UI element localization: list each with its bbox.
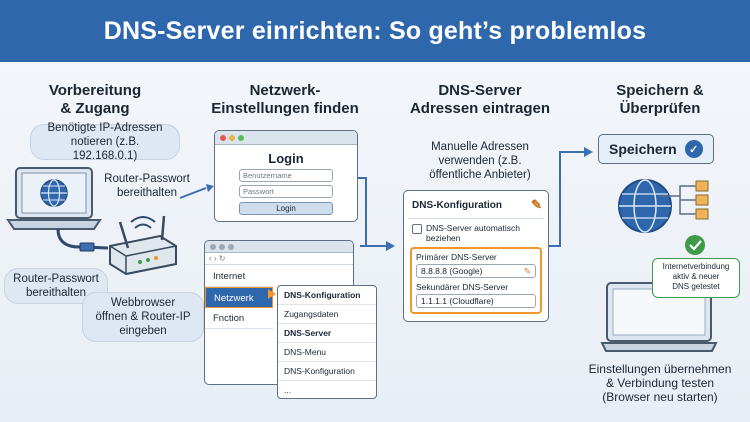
title-banner: DNS-Server einrichten: So geht’s problem… <box>0 0 750 62</box>
dns-menu: DNS-Konfiguration Zugangsdaten DNS-Serve… <box>277 285 377 399</box>
primary-dns-input[interactable]: 8.8.8.8 (Google) ✎ <box>416 264 536 278</box>
dns-config-card: DNS-Konfiguration ✎ DNS-Server automatis… <box>403 190 549 322</box>
window-titlebar <box>205 241 353 253</box>
status-text: aktiv & neuer <box>672 272 720 281</box>
username-field[interactable]: Benutzername <box>239 169 333 182</box>
save-button[interactable]: Speichern ✓ <box>598 134 714 164</box>
column-title-line: Überprüfen <box>619 100 701 117</box>
column-title-line: Einstellungen finden <box>211 100 359 117</box>
text-line: & Verbindung testen <box>605 376 715 390</box>
column-title-line: Adressen eintragen <box>409 100 551 117</box>
column-title-dns: DNS-Server Adressen eintragen <box>395 82 565 118</box>
primary-dns-value: 8.8.8.8 (Google) <box>421 266 483 276</box>
sidebar-item-internet[interactable]: Internet <box>205 266 273 287</box>
dns-card-header: DNS-Konfiguration ✎ <box>404 191 548 213</box>
column-title-line: Netzwerk- <box>249 82 321 99</box>
text-line: verwenden (z.B. <box>438 155 522 167</box>
text-line: öffentliche Anbieter) <box>429 169 531 181</box>
bubble-text: eingeben <box>119 325 167 337</box>
menu-item-dns-konfiguration[interactable]: DNS-Konfiguration <box>278 286 376 305</box>
selection-arrow-icon <box>268 289 276 299</box>
text-line: bereithalten <box>116 187 178 199</box>
login-button[interactable]: Login <box>239 202 333 215</box>
menu-item-dns-server[interactable]: DNS-Server <box>278 324 376 343</box>
sidebar-item-fnction[interactable]: Fnction <box>205 308 273 329</box>
column-title-preparation: Vorbereitung & Zugang <box>20 82 170 118</box>
window-dot-icon <box>219 243 225 250</box>
close-dot-icon <box>220 134 226 141</box>
minimize-dot-icon <box>229 134 235 141</box>
status-text: DNS getestet <box>672 282 720 291</box>
page-title: DNS-Server einrichten: So geht’s problem… <box>103 16 647 45</box>
primary-dns-label: Primärer DNS-Server <box>416 252 497 262</box>
bubble-text: öffnen & Router-IP <box>95 311 191 323</box>
final-step-text: Einstellungen übernehmen & Verbindung te… <box>580 362 740 404</box>
bubble-text: bereithalten <box>25 287 87 299</box>
secondary-dns-input[interactable]: 1.1.1.1 (Cloudflare) <box>416 294 536 308</box>
menu-item-dns-konfiguration-2[interactable]: DNS-Konfiguration <box>278 362 376 381</box>
menu-item-zugangsdaten[interactable]: Zugangsdaten <box>278 305 376 324</box>
bubble-ip-addresses: Benötigte IP-Adressen notieren (z.B. 192… <box>30 122 180 162</box>
window-dot-icon <box>210 243 216 250</box>
manual-address-note: Manuelle Adressen verwenden (z.B. öffent… <box>405 140 555 182</box>
save-button-label: Speichern <box>609 141 677 157</box>
check-icon: ✓ <box>684 140 703 158</box>
bubble-text: notieren (z.B. 192.168.0.1) <box>70 136 140 162</box>
window-dot-icon <box>228 243 234 250</box>
sidebar-item-netzwerk[interactable]: Netzwerk <box>205 287 273 308</box>
bubble-text: Webbrowser <box>110 297 176 309</box>
column-title-line: Vorbereitung <box>48 82 142 99</box>
dns-server-fields: Primärer DNS-Server 8.8.8.8 (Google) ✎ S… <box>410 247 542 314</box>
auto-dns-option[interactable]: DNS-Server automatisch beziehen <box>404 219 548 243</box>
password-field[interactable]: Passwort <box>239 185 333 198</box>
bubble-text: Benötigte IP-Adressen <box>47 122 163 134</box>
text-line: Router-Passwort <box>104 173 190 185</box>
login-window: Login Benutzername Passwort Login <box>214 130 358 222</box>
login-title: Login <box>268 151 304 166</box>
connection-status-bubble: Internetverbindung aktiv & neuer DNS get… <box>652 258 740 298</box>
status-text: Internetverbindung <box>662 262 730 271</box>
column-title-line: Speichern & <box>616 82 704 99</box>
bubble-router-password: Router-Passwort bereithalten <box>4 268 108 304</box>
pencil-icon[interactable]: ✎ <box>531 197 542 212</box>
column-title-network: Netzwerk- Einstellungen finden <box>200 82 370 118</box>
menu-item-more[interactable]: ... <box>284 385 292 395</box>
nav-arrows-icon[interactable]: ‹ › ↻ <box>205 253 353 265</box>
router-password-top-text: Router-Passwort bereithalten <box>92 172 202 200</box>
secondary-dns-value: 1.1.1.1 (Cloudflare) <box>421 296 494 306</box>
column-title-line: & Zugang <box>60 100 130 117</box>
pencil-icon[interactable]: ✎ <box>523 266 531 276</box>
auto-dns-label: DNS-Server automatisch <box>426 223 521 233</box>
auto-dns-label: beziehen <box>426 233 461 243</box>
dns-card-title: DNS-Konfiguration <box>412 199 502 211</box>
auto-dns-checkbox[interactable] <box>412 224 422 234</box>
text-line: (Browser neu starten) <box>602 390 718 404</box>
window-titlebar <box>215 131 357 145</box>
column-title-save: Speichern & Überprüfen <box>585 82 735 118</box>
column-title-line: DNS-Server <box>438 82 522 99</box>
maximize-dot-icon <box>238 134 244 141</box>
text-line: Manuelle Adressen <box>431 141 529 153</box>
bubble-webbrowser: Webbrowser öffnen & Router-IP eingeben <box>82 292 204 342</box>
bubble-text: Router-Passwort <box>13 273 99 285</box>
secondary-dns-label: Sekundärer DNS-Server <box>416 282 509 292</box>
text-line: Einstellungen übernehmen <box>588 362 732 376</box>
menu-item-dns-menu[interactable]: DNS-Menu <box>278 343 376 362</box>
